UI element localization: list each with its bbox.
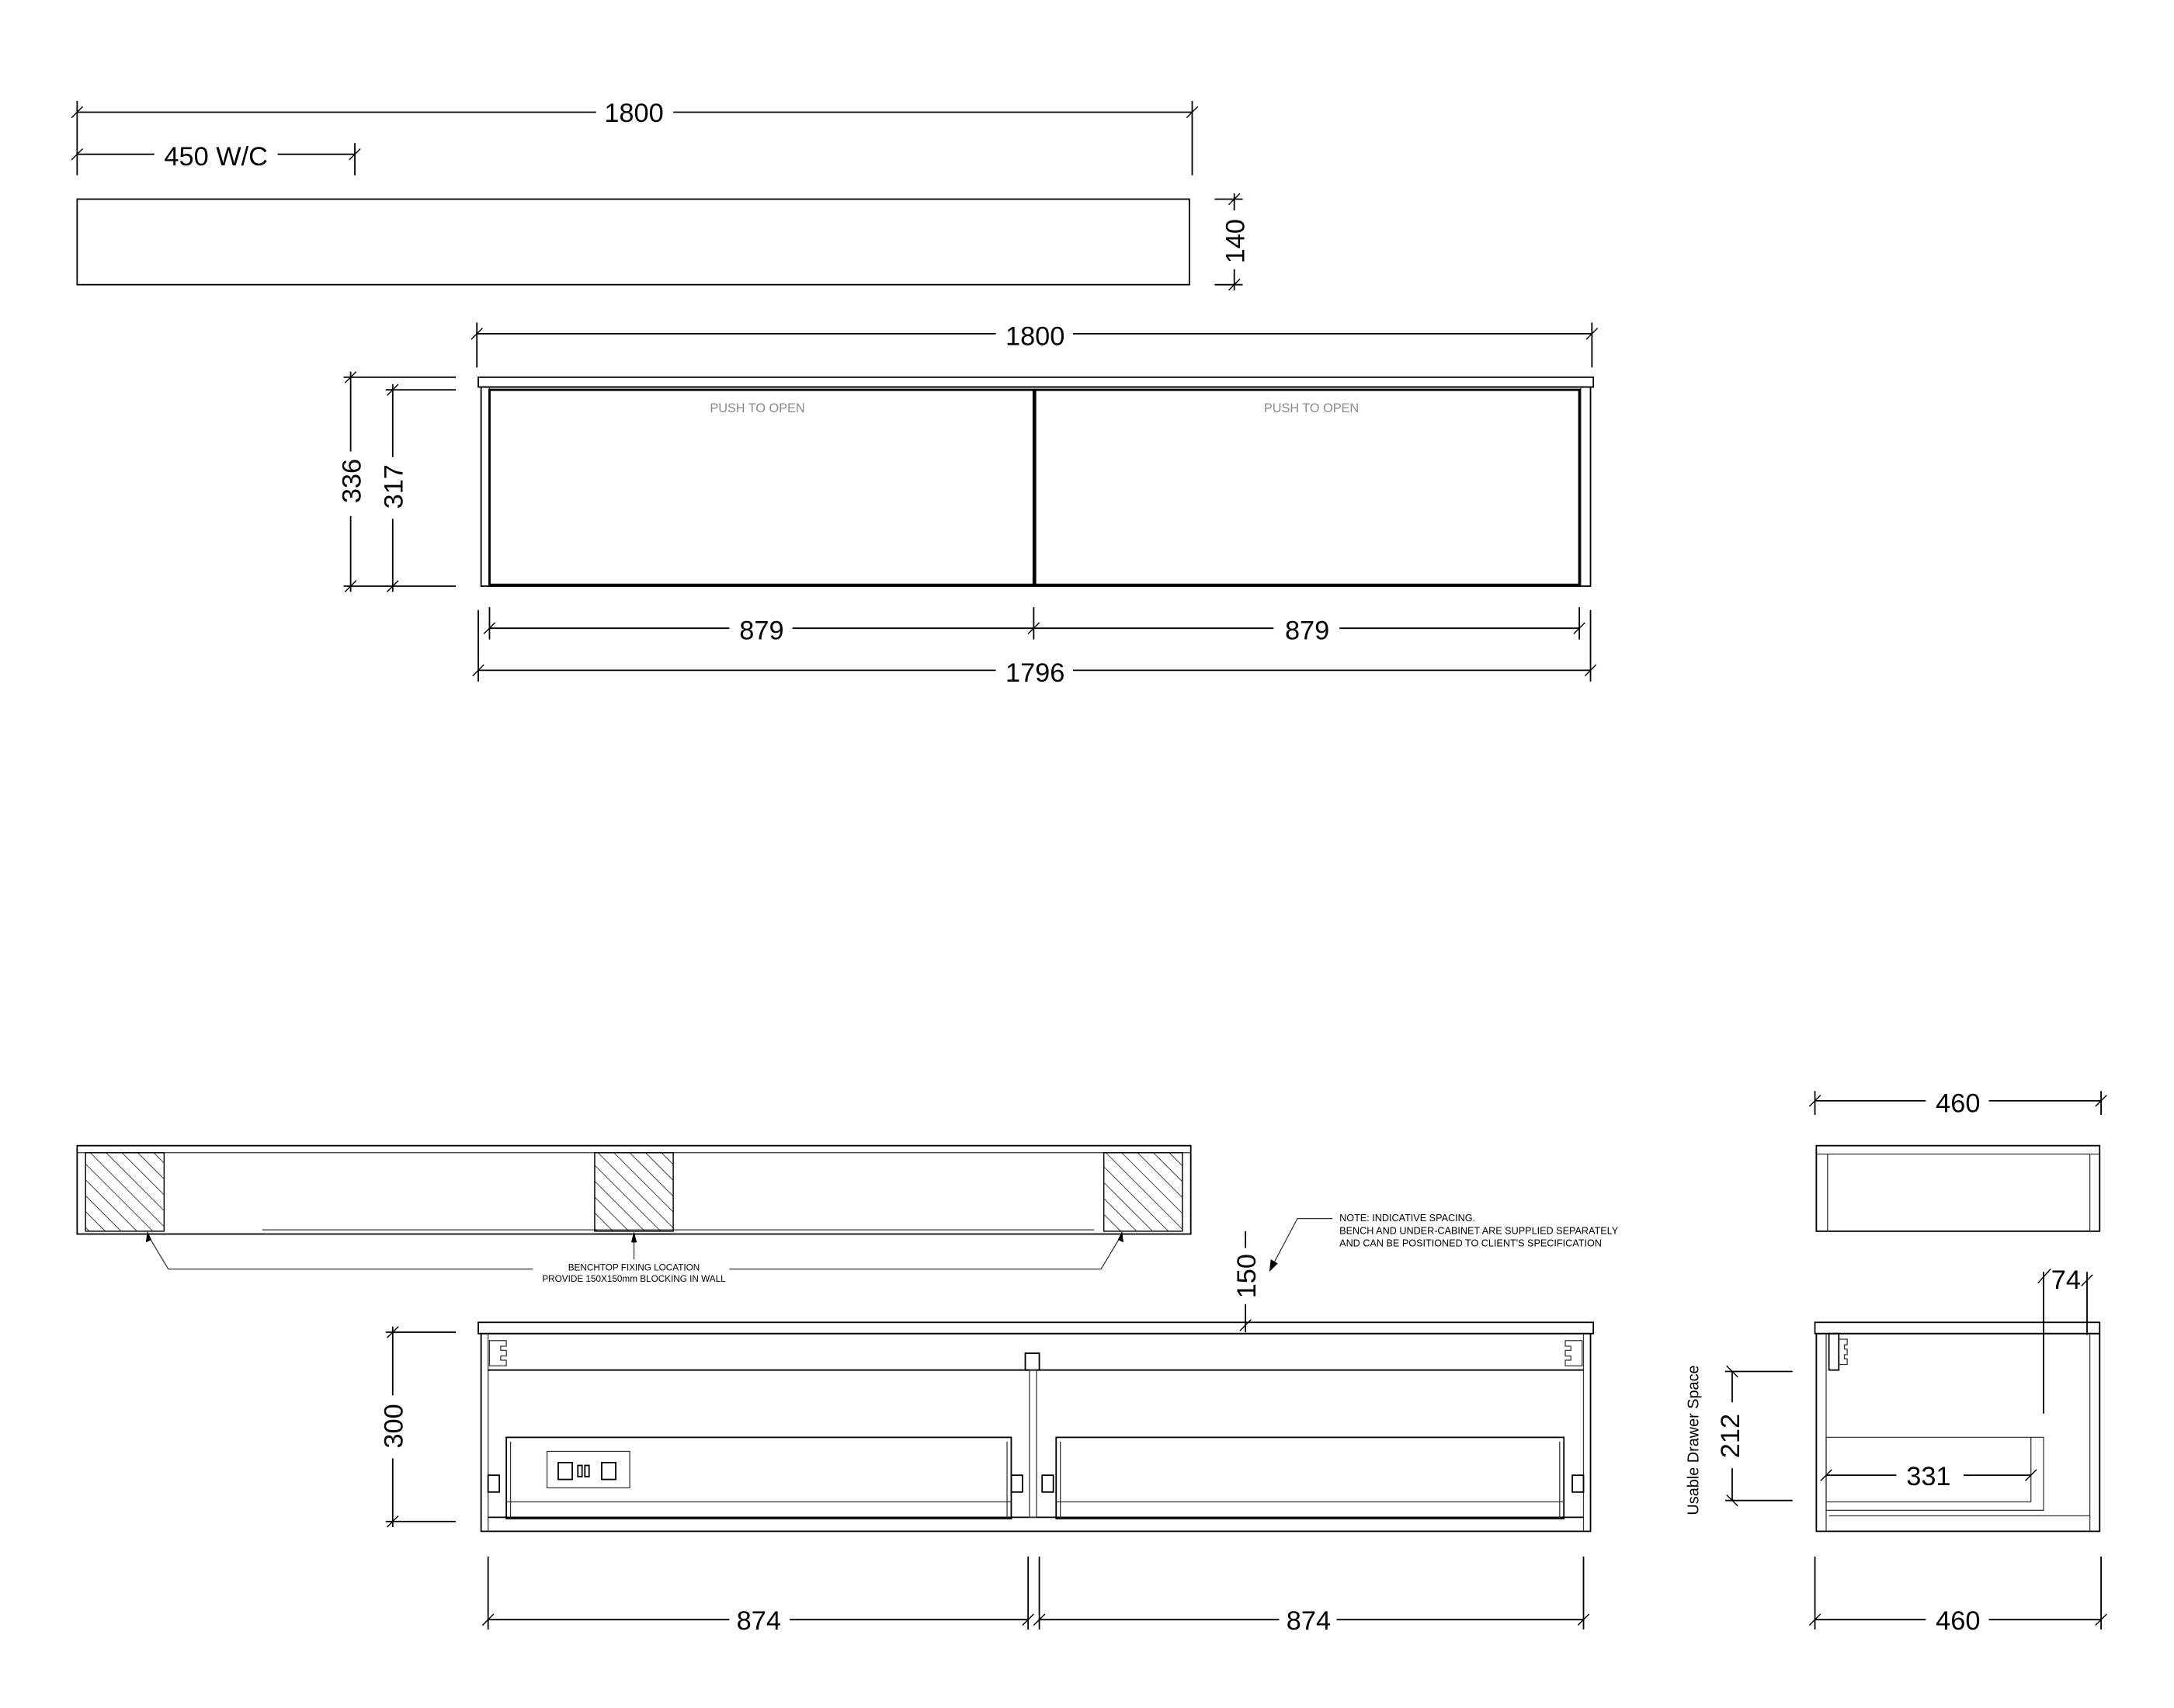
dimension-label: 317 [379, 464, 408, 509]
cabinet-carcass [480, 386, 1592, 587]
cabinet-carcass [480, 1332, 1592, 1533]
dimension-cabinet-depth: 460 [1808, 1556, 2107, 1636]
fixing-note: BENCHTOP FIXING LOCATION [568, 1262, 700, 1272]
drawer-label: PUSH TO OPEN [710, 401, 804, 415]
dimension-gap: 150 [1232, 1231, 1262, 1332]
note-line: AND CAN BE POSITIONED TO CLIENT'S SPECIF… [1339, 1238, 1602, 1249]
dimension-label: 300 [379, 1404, 408, 1448]
cabinet-side-view [1814, 1321, 2101, 1533]
dimension-overall-width-top: 1800 [71, 99, 1199, 175]
rail-bracket-icon [1839, 1338, 1848, 1366]
fixing-note: PROVIDE 150X150mm BLOCKING IN WALL [542, 1274, 726, 1284]
front-elevation-view: 1800 PUSH TO OPEN PUSH TO OPEN 336 317 8… [337, 321, 1599, 688]
dimension-wc-offset: 450 W/C [71, 142, 361, 175]
benchtop-outline [76, 198, 1190, 286]
fixing-block-right [1103, 1152, 1183, 1232]
fixing-leader: BENCHTOP FIXING LOCATION PROVIDE 150X150… [145, 1231, 1123, 1284]
dimension-label: 140 [1221, 219, 1250, 263]
benchtop-edge [478, 376, 1595, 388]
drawer-front-right[interactable] [1033, 388, 1581, 586]
side-views: 460 74 331 [1686, 1088, 2107, 1636]
dimension-drawer-depth: 331 [1820, 1462, 2037, 1491]
drawer-box-right [1041, 1436, 1585, 1520]
internal-elevation-view: 300 874 874 [379, 1321, 1595, 1636]
dimension-label: 74 [2051, 1265, 2081, 1295]
note-line: BENCH AND UNDER-CABINET ARE SUPPLIED SEP… [1339, 1225, 1619, 1236]
drawer-box-left [487, 1436, 1023, 1520]
dimension-internal-height: 300 [379, 1326, 457, 1528]
note-line: NOTE: INDICATIVE SPACING. [1339, 1213, 1475, 1224]
dimension-label: 336 [337, 459, 366, 503]
rail-bracket-right-icon [1565, 1340, 1583, 1366]
spacing-note: NOTE: INDICATIVE SPACING. BENCH AND UNDE… [1232, 1213, 1619, 1332]
fixing-block-left [85, 1152, 165, 1232]
bench-side-view [1815, 1144, 2101, 1232]
dimension-usable-drawer-space: 212 Usable Drawer Space [1686, 1365, 1793, 1515]
dimension-label: 150 [1232, 1254, 1262, 1298]
bench-fixing-plan-view: BENCHTOP FIXING LOCATION PROVIDE 150X150… [76, 1144, 1192, 1284]
dimension-label: 460 [1936, 1606, 1980, 1636]
dimension-label: 212 [1716, 1414, 1745, 1458]
dimension-label: 879 [1285, 616, 1329, 646]
dimension-label: 450 W/C [164, 142, 267, 172]
dimension-drawer-height: 317 [379, 384, 457, 592]
center-support-cap [1024, 1352, 1040, 1371]
dimension-label: 879 [739, 616, 783, 646]
dimension-overall-width-front: 1800 [471, 321, 1599, 368]
dimension-bench-depth: 460 [1808, 1088, 2107, 1118]
dimension-label: 1800 [604, 99, 663, 128]
drawer-front-left[interactable] [488, 388, 1035, 586]
drawer-label: PUSH TO OPEN [1264, 401, 1359, 415]
rail-bracket-left-icon [488, 1340, 507, 1366]
dimension-label: 874 [737, 1606, 781, 1636]
dimension-label: 331 [1906, 1462, 1950, 1491]
power-outlet-icon [546, 1450, 630, 1489]
benchtop-edge [478, 1321, 1595, 1335]
fixing-block-center [594, 1152, 674, 1232]
benchtop-plan-view: 1800 450 W/C 140 [71, 99, 1250, 291]
dimension-label: 1800 [1005, 321, 1064, 351]
dimension-drawer-widths-rear: 874 874 [481, 1556, 1590, 1636]
dimension-overall-height: 336 [337, 371, 457, 592]
dimension-offset: 74 [2037, 1265, 2093, 1414]
dimension-label: 874 [1287, 1606, 1331, 1636]
usable-drawer-space-label: Usable Drawer Space [1686, 1365, 1703, 1515]
dimension-drawer-widths: 879 879 [483, 607, 1585, 646]
dimension-label: 460 [1936, 1088, 1980, 1118]
dimension-label: 1796 [1005, 658, 1064, 688]
dimension-carcass-width: 1796 [472, 609, 1597, 688]
dimension-depth: 140 [1214, 193, 1250, 291]
center-support-post [1029, 1370, 1037, 1518]
